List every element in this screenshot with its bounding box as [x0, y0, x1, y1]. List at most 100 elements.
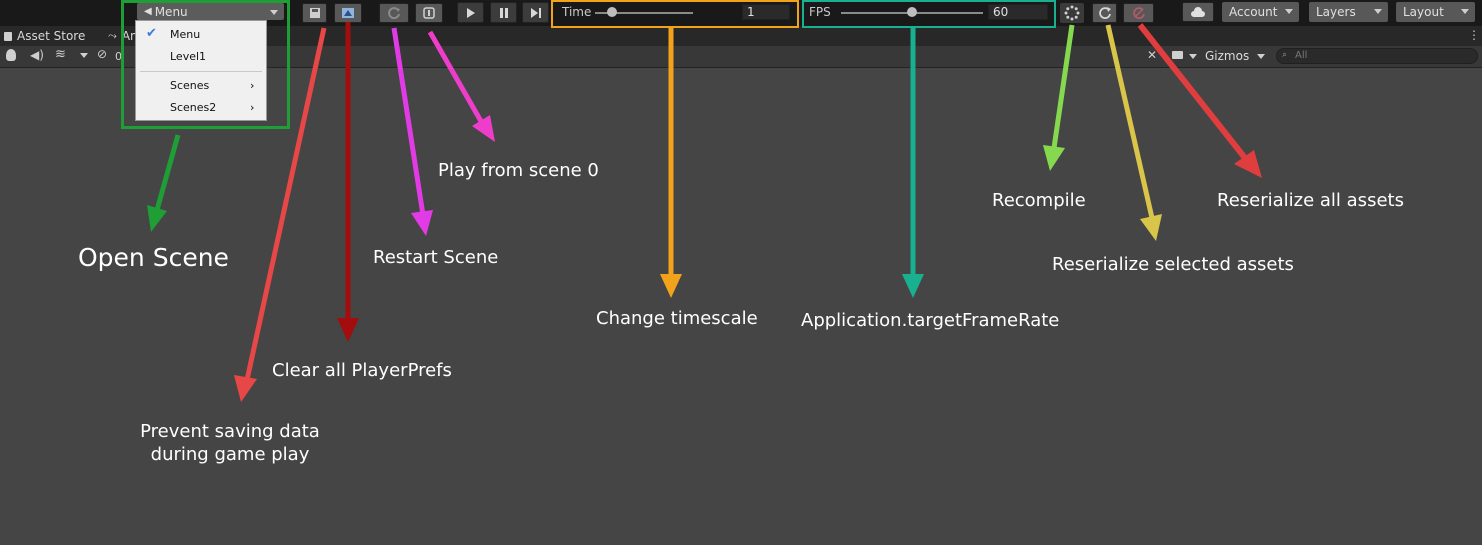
pause-button[interactable] [490, 2, 517, 23]
arrowhead-prevent-saving [234, 375, 257, 402]
effects-icon[interactable]: ≋ [55, 47, 66, 62]
arrowhead-restart-scene [411, 210, 433, 236]
reserialize-all-button[interactable] [1123, 3, 1154, 23]
unity-icon: ◀ [144, 6, 152, 17]
restart-scene-button[interactable] [379, 3, 409, 23]
recompile-button[interactable] [1060, 3, 1084, 23]
annotation-clear-prefs: Clear all PlayerPrefs [272, 360, 452, 381]
scene-visibility-count: 0 [115, 50, 122, 63]
arrowhead-open-scene [147, 205, 167, 232]
fps-label: FPS [809, 5, 831, 19]
reserialize-selected-button[interactable] [1092, 3, 1117, 23]
scene-search-placeholder: All [1295, 50, 1308, 61]
play-icon [466, 7, 475, 18]
scene0-icon [423, 7, 435, 19]
layers-label: Layers [1316, 5, 1356, 19]
arrowhead-timescale [660, 274, 682, 298]
spinner-icon [1064, 5, 1080, 21]
annotation-timescale: Change timescale [596, 308, 758, 329]
arrowhead-play-scene0 [472, 115, 495, 142]
menu-item-level1[interactable]: Level1 [136, 46, 266, 66]
effects-dropdown-icon[interactable] [80, 53, 88, 58]
tab-asset-store[interactable]: Asset Store [4, 26, 85, 46]
pause-icon [499, 7, 508, 18]
menu-item-level1-label: Level1 [170, 49, 207, 63]
audio-icon[interactable]: ◀) [30, 48, 44, 62]
timescale-control: Time 1 [552, 2, 798, 24]
layout-dropdown[interactable]: Layout [1396, 2, 1475, 22]
scene-menu: ✔ Menu Level1 Scenes › Scenes2 › [135, 20, 267, 121]
fps-control: FPS 60 [803, 2, 1055, 24]
arrow-reserialize-all [1137, 23, 1248, 160]
arrowhead-fps [902, 274, 924, 298]
lock-icon [4, 31, 12, 41]
tab-animator[interactable]: ⤳ An [108, 26, 138, 46]
layout-label: Layout [1403, 5, 1444, 19]
arrow-recompile [1051, 24, 1075, 149]
tools-icon[interactable]: ✕ [1147, 48, 1158, 62]
camera-dropdown-icon[interactable] [1189, 54, 1197, 59]
annotation-prevent-saving: Prevent saving data during game play [140, 421, 320, 465]
camera-icon[interactable] [1172, 51, 1183, 59]
annotation-play-scene0: Play from scene 0 [438, 160, 599, 181]
prevent-saving-button[interactable] [302, 3, 327, 23]
animator-icon: ⤳ [108, 29, 117, 42]
fps-value-field[interactable]: 60 [988, 4, 1048, 20]
reserialize-all-icon [1132, 7, 1145, 19]
arrowhead-reserialize-all [1234, 150, 1262, 178]
visibility-icon[interactable]: ⊘ [97, 47, 108, 61]
annotation-reserialize-selected: Reserialize selected assets [1052, 254, 1294, 275]
more-options-icon[interactable]: ⋮ [1468, 28, 1480, 42]
clear-prefs-icon [342, 8, 354, 18]
timescale-highlight [551, 0, 799, 28]
account-label: Account [1229, 5, 1278, 19]
play-from-scene0-button[interactable] [415, 3, 443, 23]
gizmos-label: Gizmos [1205, 49, 1250, 63]
annotation-recompile: Recompile [992, 190, 1086, 211]
fps-slider-knob[interactable] [907, 7, 917, 17]
chevron-down-icon [1257, 54, 1265, 59]
step-icon [530, 7, 541, 18]
chevron-down-icon [1374, 9, 1382, 14]
arrow-play-scene0 [427, 30, 485, 125]
fps-highlight [802, 0, 1056, 28]
chevron-right-icon: › [250, 100, 255, 114]
arrowhead-clear-prefs [337, 318, 359, 342]
time-value-field[interactable]: 1 [742, 4, 790, 20]
refresh-icon [1098, 7, 1111, 19]
annotation-reserialize-all: Reserialize all assets [1217, 190, 1404, 211]
annotation-open-scene: Open Scene [78, 243, 229, 272]
checkmark-icon: ✔ [146, 26, 157, 41]
menu-item-scenes-label: Scenes [170, 78, 210, 92]
scene-dropdown-highlight [121, 0, 290, 129]
arrow-reserialize-selected [1105, 24, 1155, 219]
refresh-icon [388, 7, 400, 20]
scene-search-field[interactable]: ⌕ All [1276, 48, 1478, 64]
annotation-restart-scene: Restart Scene [373, 247, 499, 268]
arrow-prevent-saving [244, 27, 327, 381]
scene-dropdown-label: Menu [154, 4, 188, 19]
cloud-button[interactable] [1182, 2, 1214, 22]
scene-dropdown[interactable]: ◀ Menu [137, 3, 284, 20]
time-slider-knob[interactable] [607, 7, 617, 17]
save-icon [309, 8, 320, 18]
step-button[interactable] [522, 2, 549, 23]
play-button[interactable] [457, 2, 484, 23]
menu-item-menu[interactable]: ✔ Menu [136, 24, 266, 44]
tab-animator-label: An [121, 29, 138, 43]
clear-playerprefs-button[interactable] [334, 3, 362, 23]
menu-item-scenes2-label: Scenes2 [170, 100, 217, 114]
arrowhead-reserialize-selected [1140, 214, 1162, 241]
account-dropdown[interactable]: Account [1222, 2, 1299, 22]
menu-item-scenes2[interactable]: Scenes2 › [136, 97, 266, 117]
arrow-open-scene [154, 134, 181, 211]
arrow-restart-scene [391, 27, 426, 216]
menu-item-scenes[interactable]: Scenes › [136, 75, 266, 95]
layers-dropdown[interactable]: Layers [1309, 2, 1388, 22]
chevron-down-icon [1285, 9, 1293, 14]
gizmos-dropdown[interactable]: Gizmos [1201, 48, 1267, 65]
lighting-icon[interactable] [6, 49, 16, 61]
menu-item-menu-label: Menu [170, 27, 201, 41]
time-slider-track[interactable] [595, 12, 693, 14]
